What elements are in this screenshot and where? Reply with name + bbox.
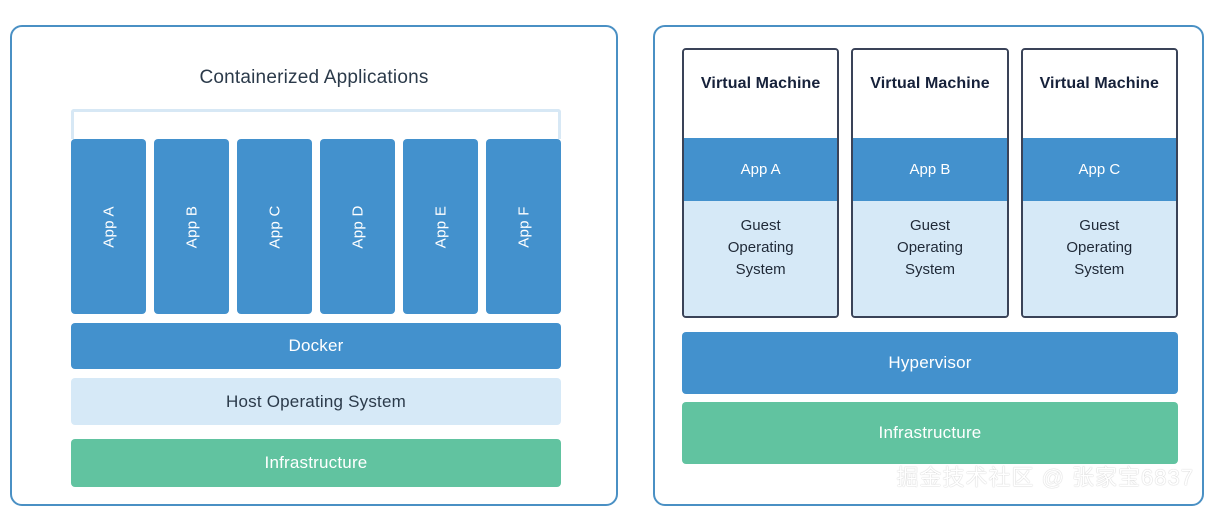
vm-title: Virtual Machine: [853, 50, 1007, 138]
vm-app-label: App A: [684, 138, 838, 201]
app-box[interactable]: App D: [320, 139, 395, 314]
page-title: Containerized Applications: [199, 67, 429, 88]
layer-host-operating-system[interactable]: Host Operating System: [71, 378, 561, 425]
layer-infrastructure[interactable]: Infrastructure: [682, 402, 1178, 464]
vm-title: Virtual Machine: [684, 50, 838, 138]
layer-label: Docker: [288, 336, 344, 355]
app-label: App B: [183, 205, 200, 248]
app-box[interactable]: App C: [237, 139, 312, 314]
layer-hypervisor[interactable]: Hypervisor: [682, 332, 1178, 394]
app-box[interactable]: App E: [403, 139, 478, 314]
vm-title: Virtual Machine: [1022, 50, 1176, 138]
layer-docker[interactable]: Docker: [71, 323, 561, 369]
app-box[interactable]: App B: [154, 139, 229, 314]
layer-label: Host Operating System: [226, 391, 406, 411]
container-group-bracket: [71, 109, 561, 139]
app-box[interactable]: App A: [71, 139, 146, 314]
containers-panel: Containerized Applications App A App B A…: [10, 25, 618, 506]
layer-infrastructure[interactable]: Infrastructure: [71, 439, 561, 487]
layer-label: Infrastructure: [878, 423, 982, 442]
layer-label: Infrastructure: [264, 453, 368, 472]
container-apps-row: App A App B App C App D App E App F: [71, 139, 561, 314]
vm-app-label: App B: [853, 138, 1007, 201]
app-label: App C: [266, 204, 283, 249]
app-label: App F: [515, 205, 532, 248]
app-label: App A: [100, 205, 117, 248]
app-label: App E: [432, 205, 449, 248]
vm-app-label: App C: [1022, 138, 1176, 201]
layer-label: Hypervisor: [888, 353, 972, 372]
watermark: 掘金技术社区 @ 张家宝6837: [896, 465, 1194, 490]
app-box[interactable]: App F: [486, 139, 561, 314]
app-label: App D: [349, 204, 366, 249]
